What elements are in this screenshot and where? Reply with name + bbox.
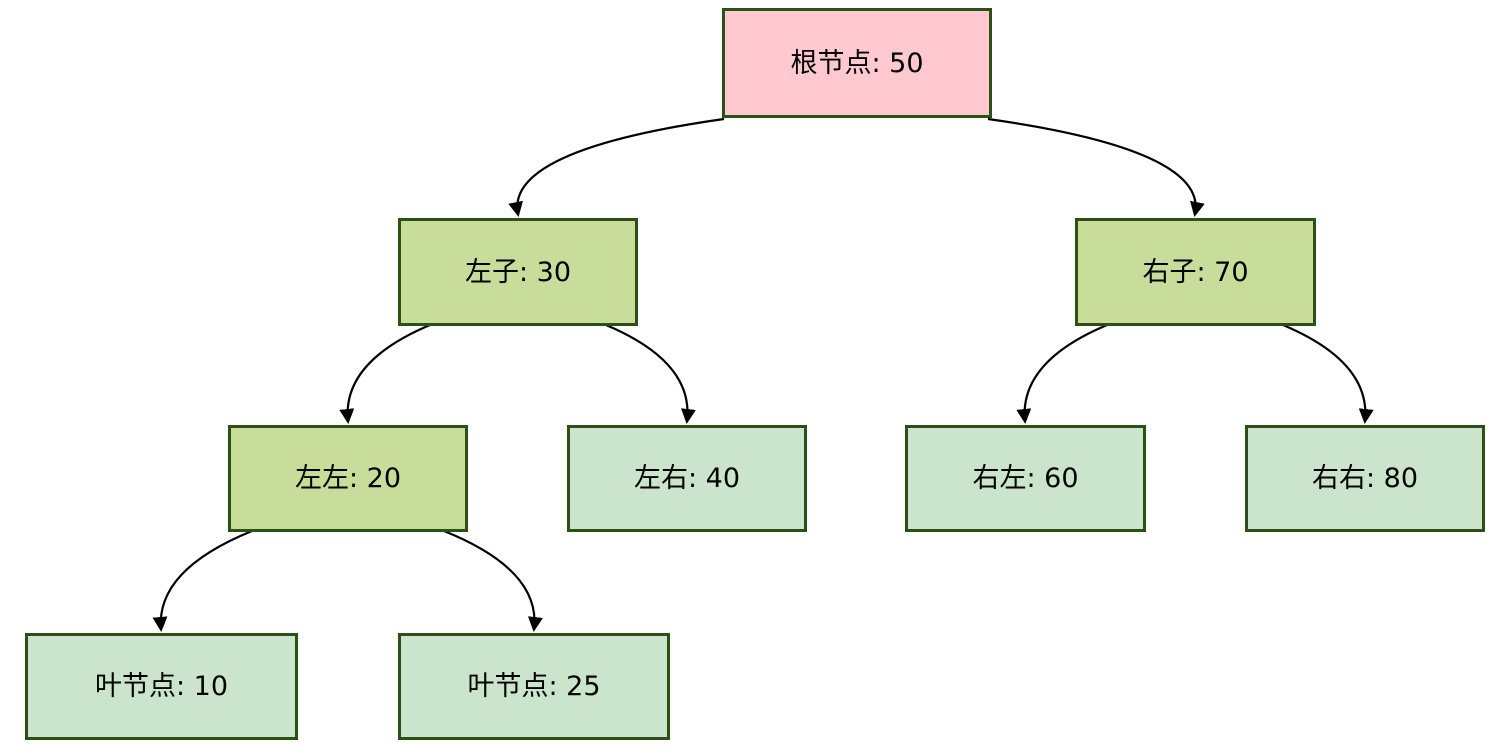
node-left-right-label: 左右: 40 [633, 463, 741, 494]
node-right-left: 右左: 60 [905, 425, 1146, 532]
node-left-left: 左左: 20 [228, 425, 468, 532]
edge-left-child-to-left-left [339, 323, 431, 424]
node-leaf-25: 叶节点: 25 [398, 633, 670, 740]
edge-left-left-to-leaf-25 [443, 529, 543, 632]
node-right-left-label: 右左: 60 [972, 463, 1079, 494]
edge-right-child-to-right-left [1016, 323, 1108, 424]
node-left-child-label: 左子: 30 [464, 256, 572, 288]
node-right-child-label: 右子: 70 [1142, 256, 1249, 288]
node-left-child: 左子: 30 [398, 218, 638, 326]
edge-root-to-left-child [508, 117, 725, 217]
node-left-right: 左右: 40 [567, 425, 807, 532]
edge-left-child-to-left-right [605, 323, 696, 424]
node-right-child: 右子: 70 [1075, 218, 1316, 326]
node-leaf-10-label: 叶节点: 10 [94, 671, 229, 702]
node-root: 根节点: 50 [722, 8, 992, 118]
node-right-right: 右右: 80 [1245, 425, 1485, 532]
node-leaf-25-label: 叶节点: 25 [467, 671, 601, 702]
edge-left-left-to-leaf-10 [152, 529, 253, 632]
node-leaf-10: 叶节点: 10 [25, 633, 298, 740]
node-root-label: 根节点: 50 [790, 47, 924, 79]
node-left-left-label: 左左: 20 [294, 463, 402, 494]
edge-root-to-right-child [987, 117, 1205, 217]
node-right-right-label: 右右: 80 [1311, 463, 1419, 494]
edge-right-child-to-right-right [1282, 323, 1374, 424]
